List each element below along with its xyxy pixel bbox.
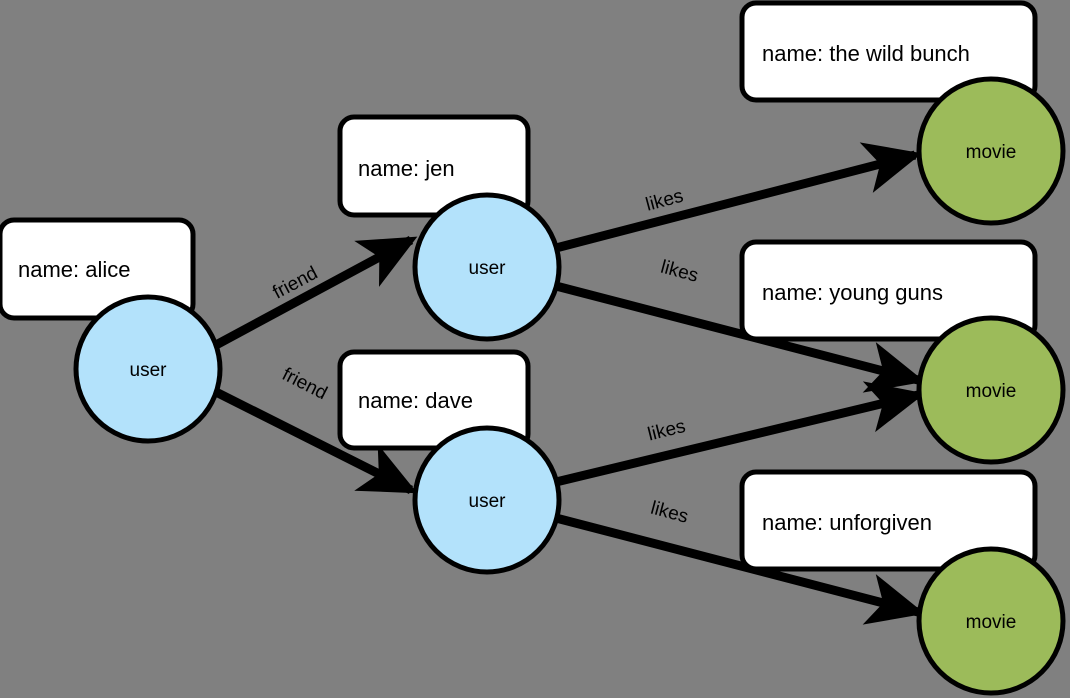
edge-alice-friend-dave[interactable] bbox=[213, 387, 418, 495]
property-box-label: name: young guns bbox=[762, 280, 943, 305]
edge-line bbox=[554, 513, 925, 625]
edge-label-jen-likes-the-wild-bunch: likes bbox=[643, 186, 685, 216]
edges-layer bbox=[213, 142, 926, 625]
edge-alice-friend-jen[interactable] bbox=[213, 236, 418, 349]
property-boxes-layer: name: alice name: jen name: dave name: t… bbox=[0, 0, 1038, 572]
node-label: movie bbox=[966, 142, 1017, 163]
edge-label-alice-friend-dave: friend bbox=[279, 364, 331, 404]
node-user-dave[interactable]: user bbox=[412, 425, 562, 575]
node-circle bbox=[916, 315, 1066, 465]
node-circle bbox=[916, 546, 1066, 696]
node-circle bbox=[916, 76, 1066, 226]
property-box-rect bbox=[739, 239, 1038, 342]
node-label: user bbox=[469, 258, 507, 279]
property-box-young-guns: name: young guns bbox=[739, 239, 1038, 342]
edge-jen-likes-young-guns[interactable] bbox=[554, 281, 925, 393]
node-user-alice[interactable]: user bbox=[73, 294, 223, 444]
edge-line bbox=[213, 236, 418, 349]
property-box-label: name: unforgiven bbox=[762, 510, 932, 535]
edge-line bbox=[554, 381, 926, 487]
edge-line bbox=[554, 281, 925, 393]
edge-line bbox=[554, 142, 922, 253]
node-circle bbox=[412, 425, 562, 575]
edge-dave-likes-young-guns[interactable] bbox=[554, 381, 926, 487]
node-label: user bbox=[469, 491, 507, 512]
edge-jen-likes-the-wild-bunch[interactable] bbox=[554, 142, 922, 253]
edge-label-dave-likes-young-guns: likes bbox=[646, 416, 688, 446]
node-circle bbox=[73, 294, 223, 444]
property-box-label: name: dave bbox=[358, 388, 473, 413]
property-box-label: name: jen bbox=[358, 156, 455, 181]
node-movie-unforgiven[interactable]: movie bbox=[916, 546, 1066, 696]
node-label: movie bbox=[966, 612, 1017, 633]
property-box-dave: name: dave bbox=[337, 349, 531, 451]
edge-label-dave-likes-unforgiven: likes bbox=[648, 498, 690, 528]
property-box-unforgiven: name: unforgiven bbox=[739, 469, 1038, 572]
node-movie-young-guns[interactable]: movie bbox=[916, 315, 1066, 465]
nodes-layer: user user user movie movie movie bbox=[73, 76, 1066, 696]
node-label: user bbox=[130, 360, 168, 381]
edge-line bbox=[213, 387, 418, 495]
property-box-label: name: the wild bunch bbox=[762, 41, 970, 66]
edge-dave-likes-unforgiven[interactable] bbox=[554, 513, 925, 625]
edge-label-jen-likes-young-guns: likes bbox=[658, 257, 700, 287]
node-user-jen[interactable]: user bbox=[412, 192, 562, 342]
property-box-rect bbox=[739, 469, 1038, 572]
property-box-jen: name: jen bbox=[337, 114, 531, 218]
property-box-rect bbox=[739, 0, 1038, 103]
property-box-label: name: alice bbox=[18, 257, 131, 282]
property-box-the-wild-bunch: name: the wild bunch bbox=[739, 0, 1038, 103]
node-label: movie bbox=[966, 381, 1017, 402]
node-movie-the-wild-bunch[interactable]: movie bbox=[916, 76, 1066, 226]
node-circle bbox=[412, 192, 562, 342]
